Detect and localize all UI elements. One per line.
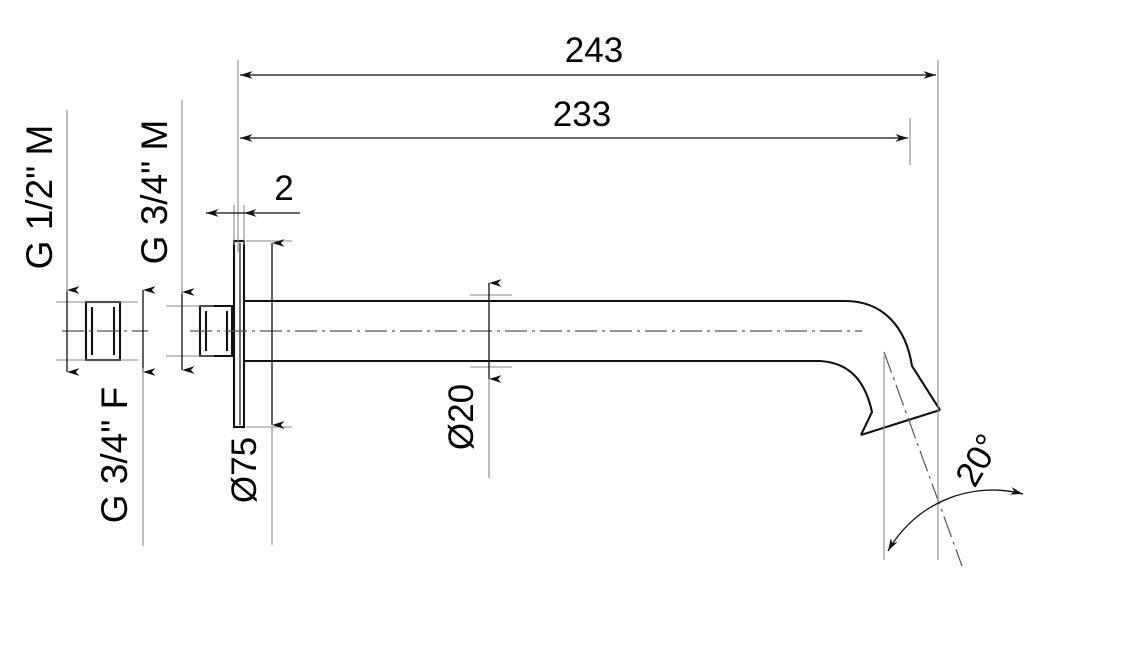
dim-label-overall-length: 243 [565, 31, 623, 70]
angle-arc [887, 487, 1024, 552]
dim-label-tube-diameter: Ø20 [442, 384, 481, 450]
dim-label-projection-length: 233 [553, 95, 611, 134]
thread-label-inlet-large: G 3/4" M [134, 120, 175, 265]
angular-dimension-20deg [887, 487, 1024, 552]
spout-object-geometry [84, 239, 941, 437]
spout-body [244, 299, 941, 437]
dimension-lines [66, 71, 937, 545]
thread-label-body-female: G 3/4" F [94, 387, 135, 524]
dim-label-flange-thickness: 2 [274, 169, 293, 208]
thread-leader-lines [66, 100, 183, 546]
wall-flange-plate [232, 239, 246, 429]
dim-label-flange-diameter: Ø75 [225, 437, 264, 503]
thread-label-inlet-small: G 1/2" M [19, 125, 60, 270]
